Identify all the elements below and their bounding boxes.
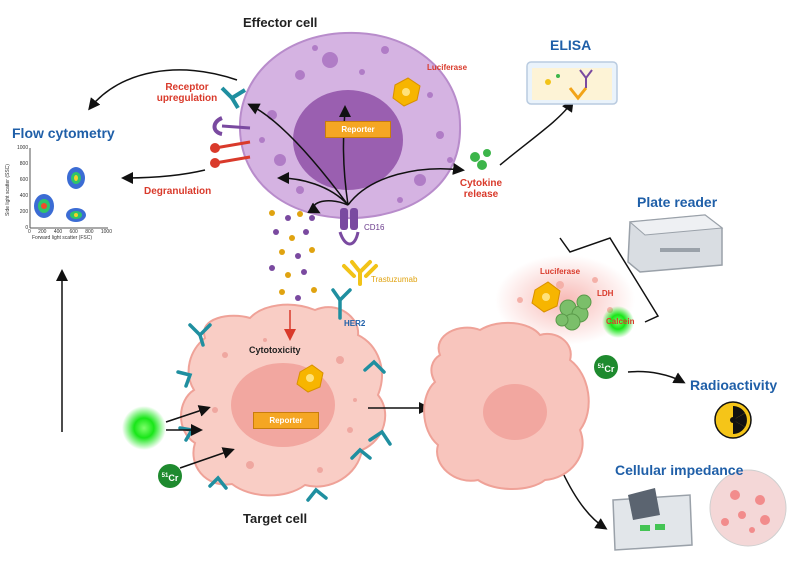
flow-cytometry-plot-icon (29, 148, 108, 229)
flow-x-axis-label: Forward light scatter (FSC) (32, 235, 93, 241)
cr51-released-badge: 51Cr (594, 355, 618, 379)
cd16-label: CD16 (364, 223, 385, 232)
cytokine-beads (470, 149, 491, 170)
flow-x-tick: 1000 (100, 229, 112, 235)
flow-x-tick: 400 (53, 229, 63, 235)
luciferase-effector-label: Luciferase (427, 63, 468, 72)
plate-reader-title: Plate reader (637, 194, 718, 210)
her2-label: HER2 (344, 319, 366, 328)
luciferase-icon (531, 281, 561, 313)
flow-y-tick: 200 (19, 209, 29, 215)
flow-x-tick: 200 (38, 229, 47, 235)
antibody-icon (342, 260, 378, 286)
reporter-target: Reporter (253, 412, 319, 429)
effector-cell-title: Effector cell (243, 15, 318, 30)
degranulation-label: Degranulation (144, 186, 212, 197)
flow-y-tick: 600 (19, 177, 29, 183)
elisa-title: ELISA (550, 37, 592, 53)
impedance-instrument-icon (612, 469, 787, 551)
flow-cytometry-title: Flow cytometry (12, 125, 115, 141)
flow-y-tick: 800 (19, 161, 29, 167)
luciferase-icon (392, 77, 421, 107)
calcein-glow-icon (122, 406, 166, 450)
cd16-receptor-icon (338, 208, 360, 246)
flow-y-ticks: 1000 800 600 400 200 0 (17, 145, 28, 231)
flow-x-tick: 0 (28, 229, 31, 235)
luciferase-lysed-label: Luciferase (540, 267, 581, 276)
elisa-well-icon (526, 61, 618, 105)
receptor-upregulation-label: Receptor upregulation (156, 82, 218, 104)
target-cell-title: Target cell (243, 511, 308, 526)
calcein-glow-icon (602, 306, 634, 338)
flow-x-tick: 600 (69, 229, 78, 235)
receptor-upregulation-icons (210, 86, 251, 168)
ldh-label: LDH (597, 289, 614, 298)
reporter-effector: Reporter (325, 121, 391, 138)
ldh-icon (555, 294, 592, 331)
granules (269, 210, 317, 301)
flow-y-tick: 1000 (17, 145, 29, 151)
cr51-target-badge: 51Cr (158, 464, 182, 488)
effector-nucleus (293, 90, 403, 190)
calcein-label: Calcein (606, 317, 635, 326)
luciferase-icon (296, 364, 324, 393)
trastuzumab-label: Trastuzumab (371, 275, 418, 284)
flow-y-tick: 0 (25, 225, 29, 231)
lysed-cell (423, 255, 635, 490)
flow-y-axis-label: Side light scatter (SSC) (5, 164, 11, 216)
cytotoxicity-label: Cytotoxicity (249, 345, 301, 355)
readout-bracket (559, 237, 660, 323)
radioactivity-title: Radioactivity (690, 377, 778, 393)
flow-y-tick: 400 (19, 193, 29, 199)
target-cell (180, 303, 387, 497)
radiation-icon (714, 401, 752, 439)
flow-x-tick: 800 (85, 229, 94, 235)
flow-x-ticks: 0 200 400 600 800 1000 (28, 229, 112, 235)
cytokine-release-label: Cytokine release (459, 178, 503, 200)
cellular-impedance-title: Cellular impedance (615, 462, 744, 478)
plate-reader-icon (627, 214, 724, 273)
